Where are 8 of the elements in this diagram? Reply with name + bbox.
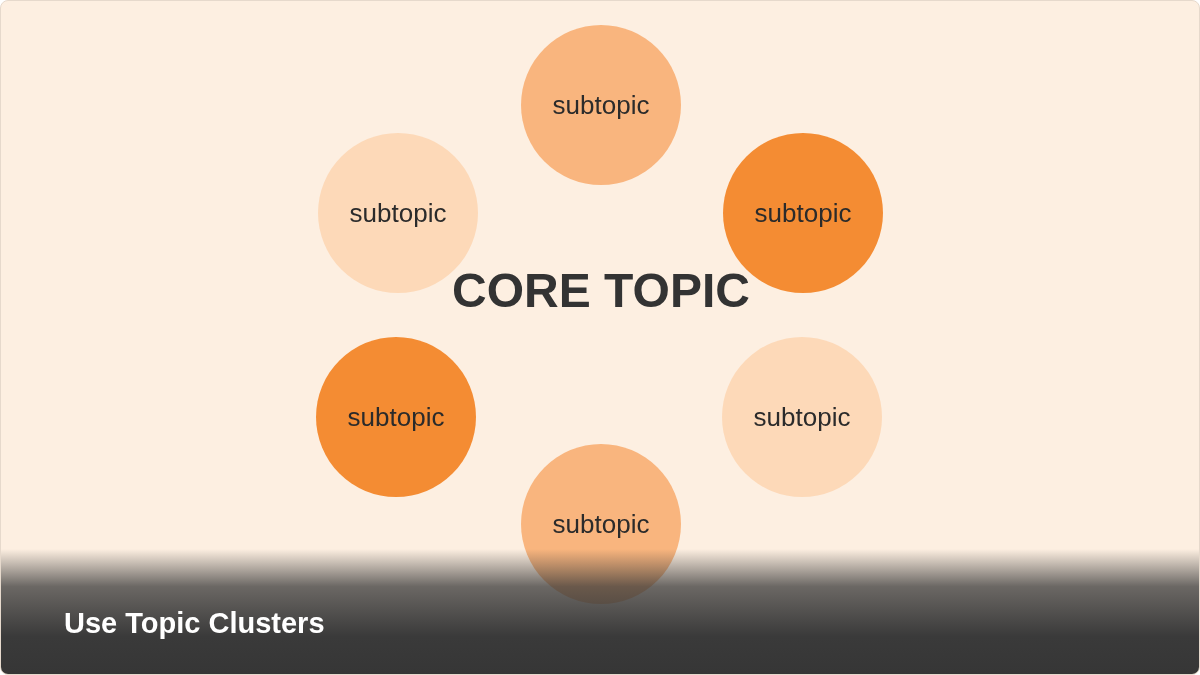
node-label: subtopic — [753, 401, 851, 433]
node-label: subtopic — [552, 508, 650, 540]
node-label: subtopic — [347, 401, 445, 433]
caption: Use Topic Clusters — [64, 607, 325, 640]
node-label: subtopic — [754, 197, 852, 229]
core-topic-heading: CORE TOPIC — [451, 263, 751, 319]
node-label: subtopic — [349, 197, 447, 229]
node-label: subtopic — [552, 89, 650, 121]
